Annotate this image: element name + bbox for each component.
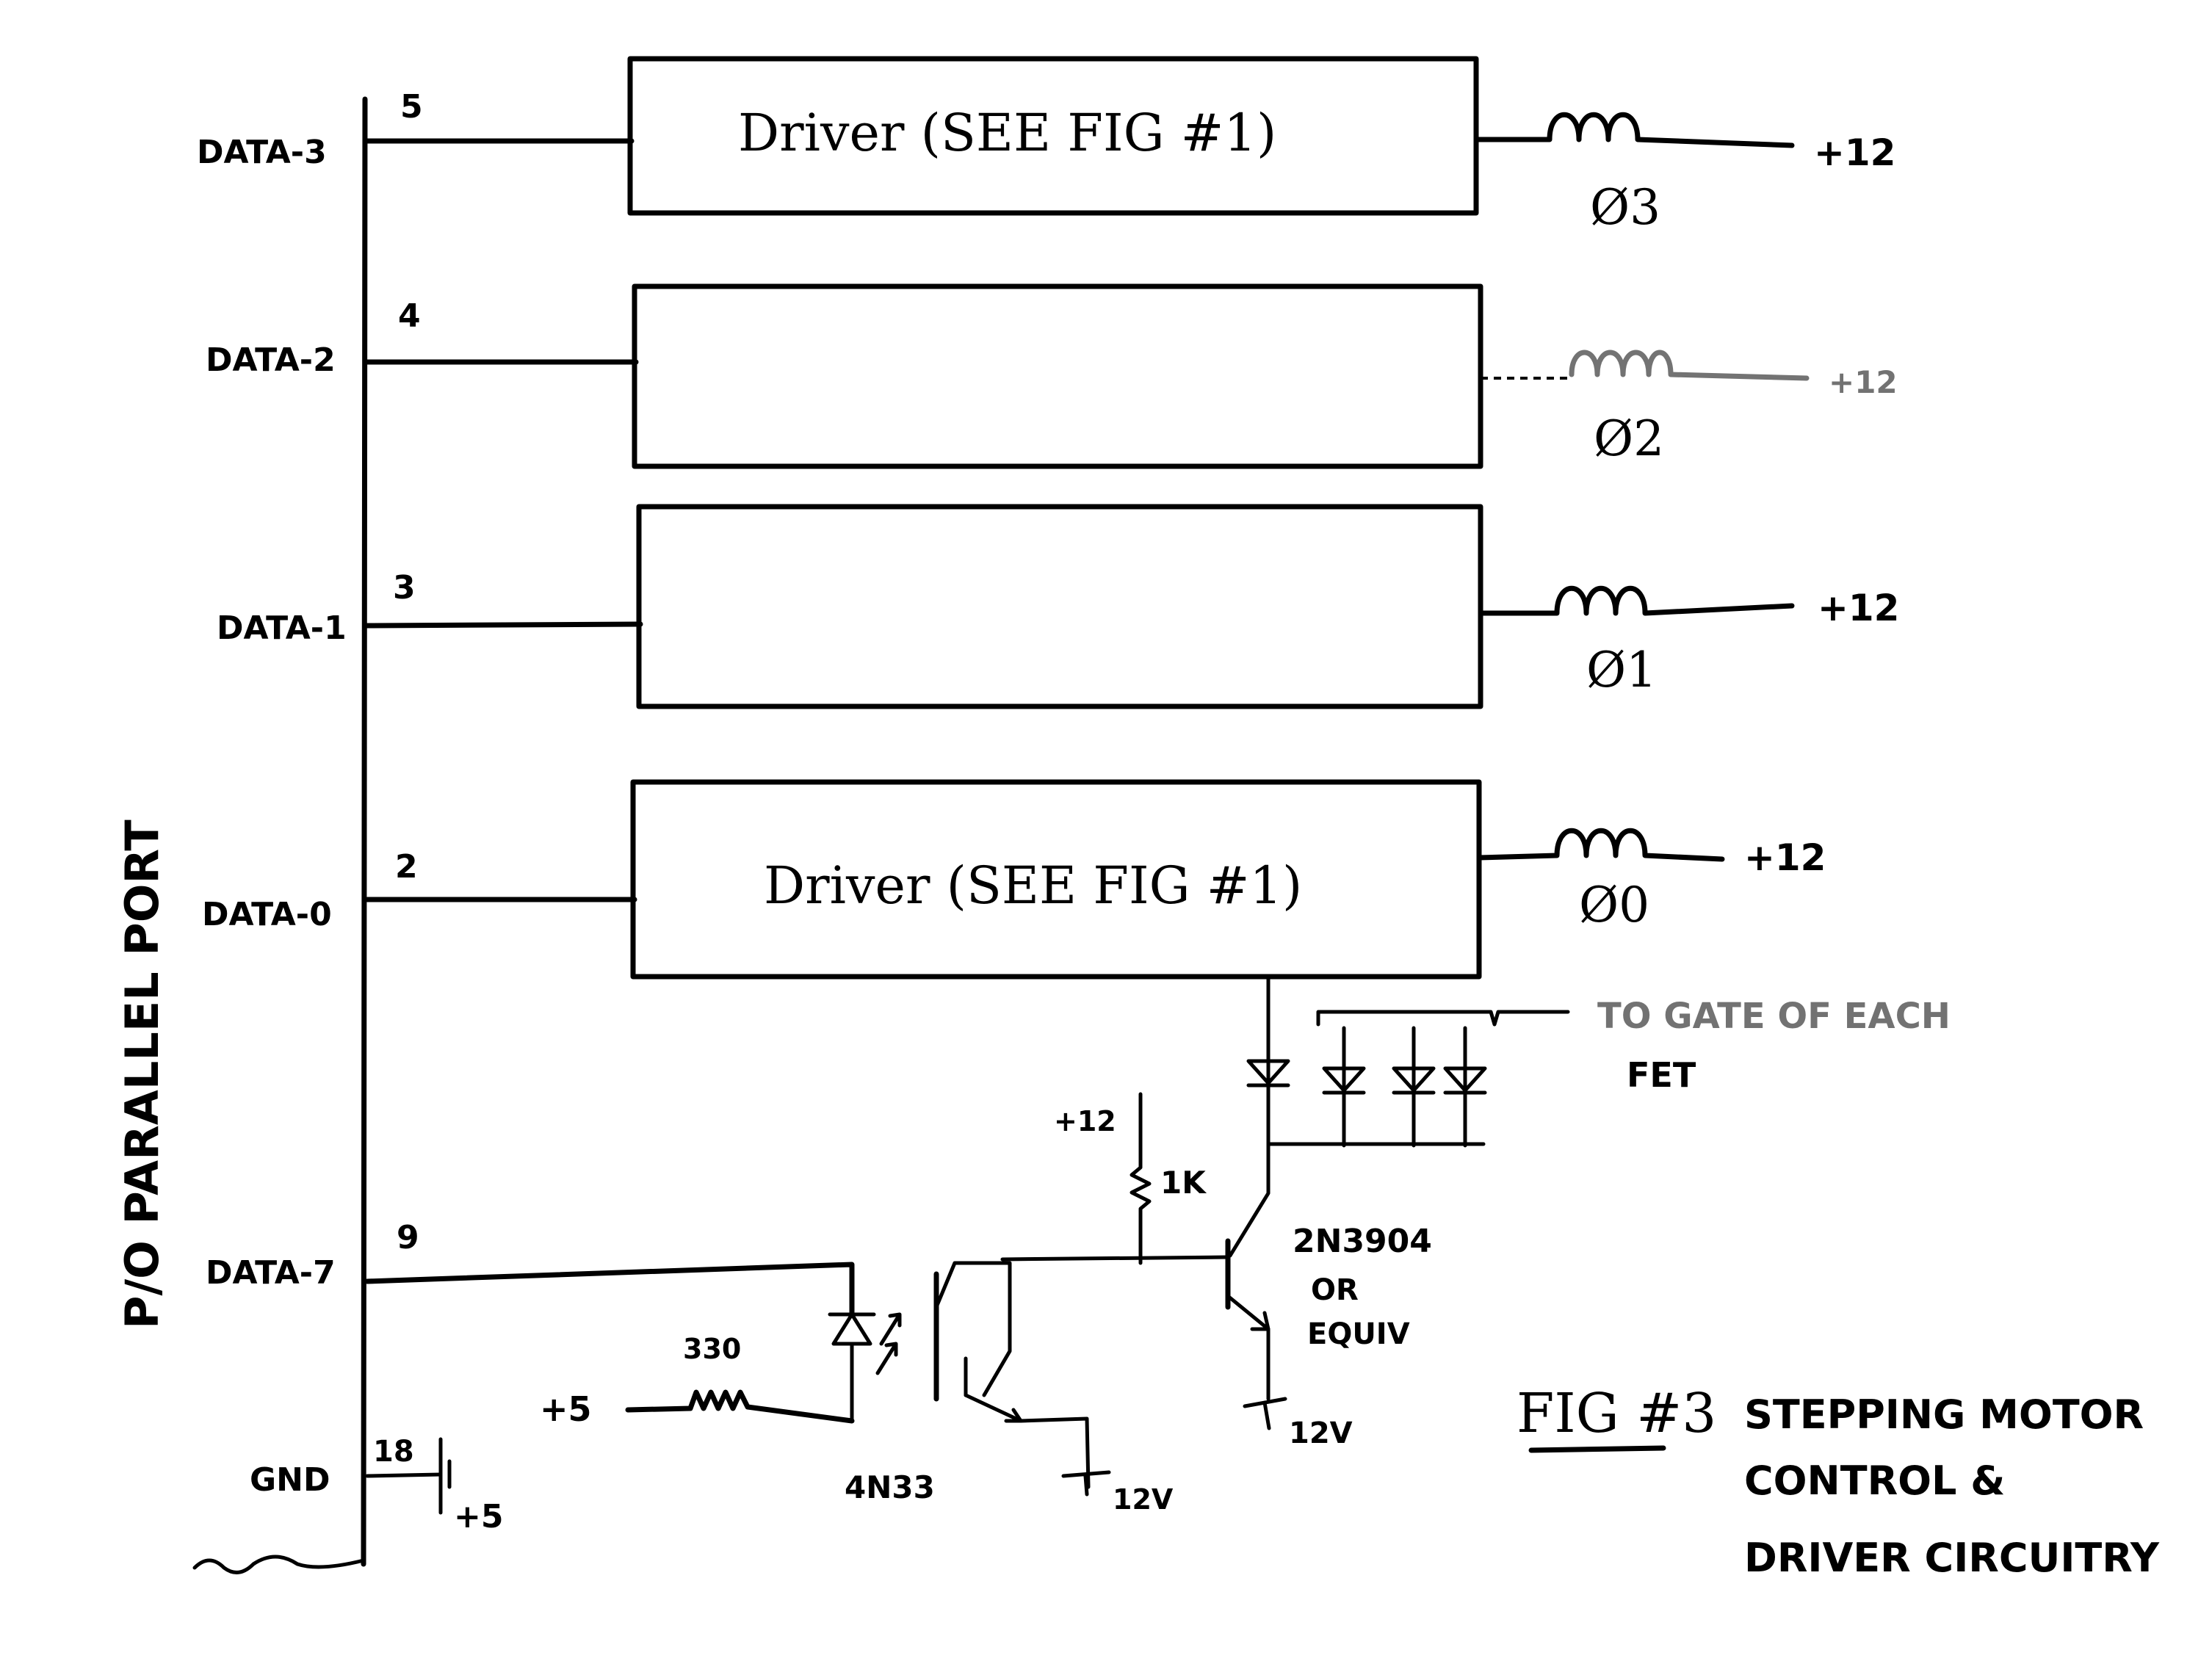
phase-label: Ø3 <box>1590 179 1660 236</box>
driver-row-phase-0: DATA-0 2 Driver (SEE FIG #1) +12 Ø0 <box>202 779 1826 980</box>
driver-label: Driver (SEE FIG #1) <box>738 103 1276 163</box>
diode-icon <box>1246 1059 1290 1088</box>
driver-box <box>627 56 1479 216</box>
supply-label: +12 <box>1814 131 1895 174</box>
supply-label: +12 <box>1829 364 1898 400</box>
coil-wire <box>1473 112 1795 148</box>
supply-label: +12 <box>1818 587 1899 629</box>
coil-wire <box>1478 585 1795 616</box>
supply-label: +5 <box>540 1389 592 1429</box>
collector-wire <box>1228 1142 1271 1258</box>
transistor-or: OR <box>1311 1273 1359 1307</box>
driver-box <box>636 504 1483 709</box>
caption-line-1: STEPPING MOTOR <box>1744 1392 2144 1438</box>
ground-label: 12V <box>1113 1483 1174 1516</box>
gate-note: TO GATE OF EACH <box>1597 996 1951 1037</box>
figure-caption: FIG #3 STEPPING MOTOR CONTROL & DRIVER C… <box>1517 1382 2160 1581</box>
resistor-wire <box>625 1389 855 1424</box>
signal-label: DATA-0 <box>202 896 332 933</box>
figure-title-underline <box>1528 1445 1666 1453</box>
pullup-resistor-icon <box>1130 1092 1152 1265</box>
led-icon <box>828 1312 902 1423</box>
caption-line-3: DRIVER CIRCUITRY <box>1744 1535 2160 1581</box>
caption-line-2: CONTROL & <box>1744 1458 2005 1504</box>
opto-emitter-wire <box>1019 1416 1091 1489</box>
base-wire <box>1000 1255 1230 1262</box>
signal-label: DATA-2 <box>206 341 336 379</box>
pin-number: 2 <box>395 848 418 886</box>
torn-edge <box>192 1555 366 1574</box>
pin-number: 4 <box>398 297 421 335</box>
phase-label: Ø1 <box>1586 642 1657 698</box>
pullup-supply-label: +12 <box>1054 1105 1116 1137</box>
opto-emitter-arrow-icon <box>964 1393 1023 1423</box>
optocoupler-4n33: DATA-7 9 330 +5 12V 4N33 <box>206 1219 1174 1516</box>
driver-row-phase-3: DATA-3 5 Driver (SEE FIG #1) +12 Ø3 <box>197 56 1895 236</box>
signal-label: DATA-3 <box>197 134 327 171</box>
battery-label: +5 <box>454 1498 503 1535</box>
diode-icon <box>1443 1026 1487 1148</box>
ground-icon <box>1061 1470 1111 1497</box>
pin-number: 9 <box>397 1219 419 1256</box>
driver-box <box>632 283 1483 469</box>
transistor-part: 2N3904 <box>1293 1223 1432 1260</box>
driver-box <box>630 779 1482 980</box>
signal-label: GND <box>250 1461 330 1499</box>
opto-part-label: 4N33 <box>845 1469 935 1505</box>
transistor-2n3904: 12V 2N3904 OR EQUIV +12 1K <box>1000 1092 1432 1450</box>
transistor-equiv: EQUIV <box>1307 1317 1410 1351</box>
resistor-label: 330 <box>683 1333 741 1365</box>
pin-number: 5 <box>400 88 423 126</box>
gnd-wire <box>365 1472 443 1478</box>
driver-row-phase-1: DATA-1 3 +12 Ø1 <box>217 504 1899 709</box>
gate-bracket <box>1316 1010 1570 1027</box>
phase-label: Ø0 <box>1579 877 1649 933</box>
pullup-resistor-label: 1K <box>1160 1165 1207 1201</box>
port-bus-line <box>361 96 368 1567</box>
pin-number: 18 <box>373 1435 414 1469</box>
supply-label: +12 <box>1744 836 1826 879</box>
opto-collector-wire <box>934 1261 1012 1397</box>
port-label: P/O PARALLEL PORT <box>115 819 169 1329</box>
ground-icon <box>1243 1397 1287 1430</box>
data7-wire <box>364 1262 855 1317</box>
gate-note-fet: FET <box>1627 1055 1696 1095</box>
signal-label: DATA-7 <box>206 1254 336 1292</box>
driver-row-phase-2: DATA-2 4 +12 Ø2 <box>206 283 1898 469</box>
driver-label: Driver (SEE FIG #1) <box>764 855 1302 916</box>
phase-label: Ø2 <box>1594 410 1664 467</box>
diode-icon <box>1322 1026 1366 1148</box>
figure-title: FIG #3 <box>1517 1382 1716 1445</box>
ground-label: 12V <box>1289 1416 1353 1450</box>
pin-number: 3 <box>393 569 416 607</box>
emitter-arrow-icon <box>1226 1294 1271 1331</box>
gate-diode-array: TO GATE OF EACH FET <box>1246 974 1951 1148</box>
coil-wire <box>1476 828 1725 862</box>
gnd-pin: GND 18 +5 <box>250 1435 503 1535</box>
diode-icon <box>1392 1026 1436 1148</box>
signal-label: DATA-1 <box>217 609 347 647</box>
battery-icon <box>438 1437 452 1515</box>
signal-wire <box>364 621 643 629</box>
coil-wire <box>1569 350 1810 381</box>
